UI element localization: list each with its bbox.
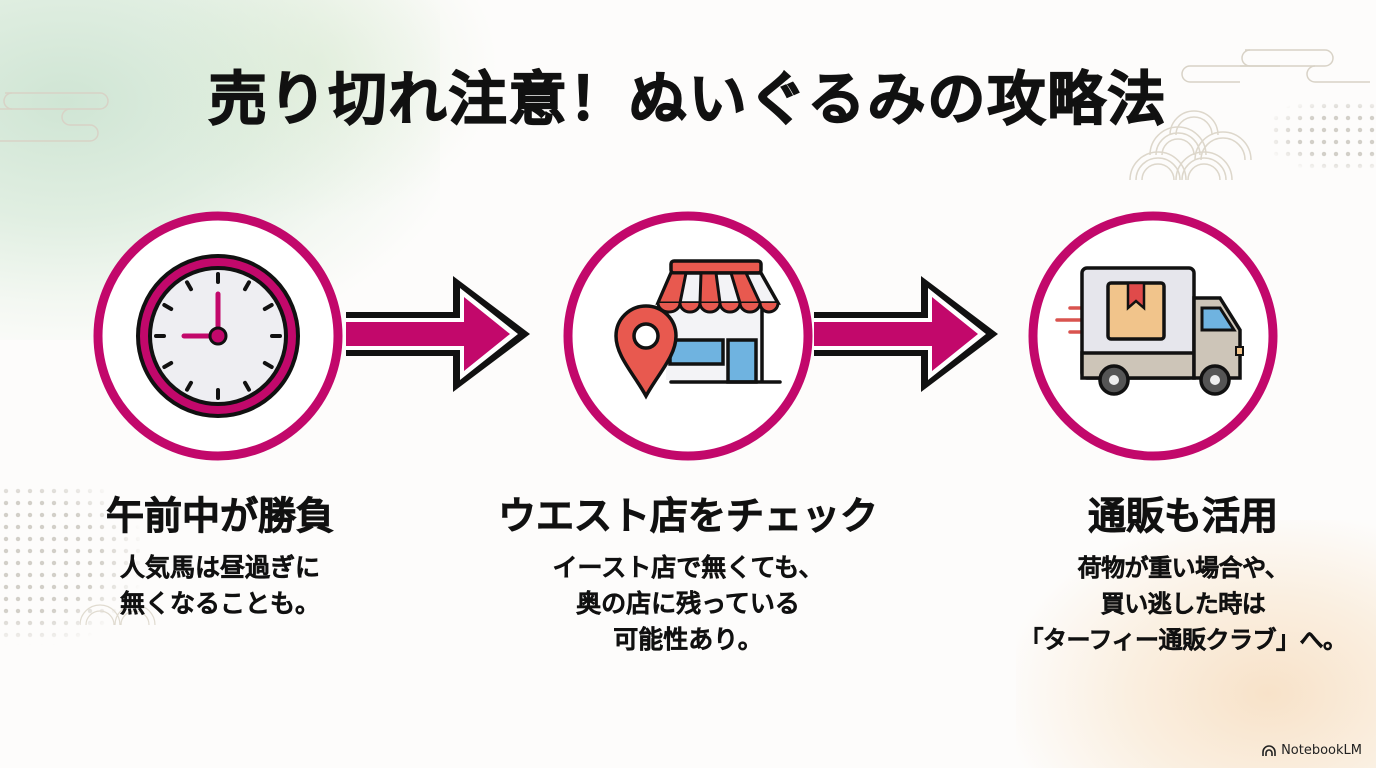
notebooklm-logo-icon [1262,744,1276,756]
step-description-line: イースト店で無くても、 [552,553,824,582]
step-description-line: 奥の店に残っている [576,589,800,618]
brand-label: NotebookLM [1281,743,1362,758]
arrow-right-icon [346,276,530,392]
step-2-circle [563,211,813,461]
step-description: 人気馬は昼過ぎに 無くなることも。 [60,550,380,622]
delivery-truck-icon [1055,266,1244,396]
clock-icon [136,254,300,418]
step-description-line: 荷物が重い場合や、 [1077,554,1289,582]
step-3-text: 通販も活用 荷物が重い場合や、 買い逃した時は 「ターフィー通販クラブ」へ。 [1000,485,1366,658]
step-description-line: 「ターフィー通販クラブ」へ。 [1019,626,1347,654]
step-heading: ウエスト店をチェック [497,494,879,539]
step-description-line: 人気馬は昼過ぎに [119,553,320,582]
step-1-text: 午前中が勝負 人気馬は昼過ぎに 無くなることも。 [60,485,380,622]
step-2-text: ウエスト店をチェック イースト店で無くても、 奥の店に残っている 可能性あり。 [448,485,928,658]
storefront-location-icon [614,259,782,400]
step-description: 荷物が重い場合や、 買い逃した時は 「ターフィー通販クラブ」へ。 [1000,550,1366,658]
notebooklm-watermark: NotebookLM [1262,743,1362,758]
step-description-line: 無くなることも。 [119,589,320,618]
step-1-circle [93,211,343,461]
arrow-right-icon [814,276,998,392]
step-heading: 通販も活用 [1087,494,1279,539]
step-heading: 午前中が勝負 [105,494,335,539]
step-description-line: 可能性あり。 [613,625,763,654]
page-title: 売り切れ注意！ぬいぐるみの攻略法 [208,64,1168,134]
step-3-circle [1028,211,1278,461]
step-description-line: 買い逃した時は [1100,590,1266,618]
step-description: イースト店で無くても、 奥の店に残っている 可能性あり。 [448,550,928,658]
